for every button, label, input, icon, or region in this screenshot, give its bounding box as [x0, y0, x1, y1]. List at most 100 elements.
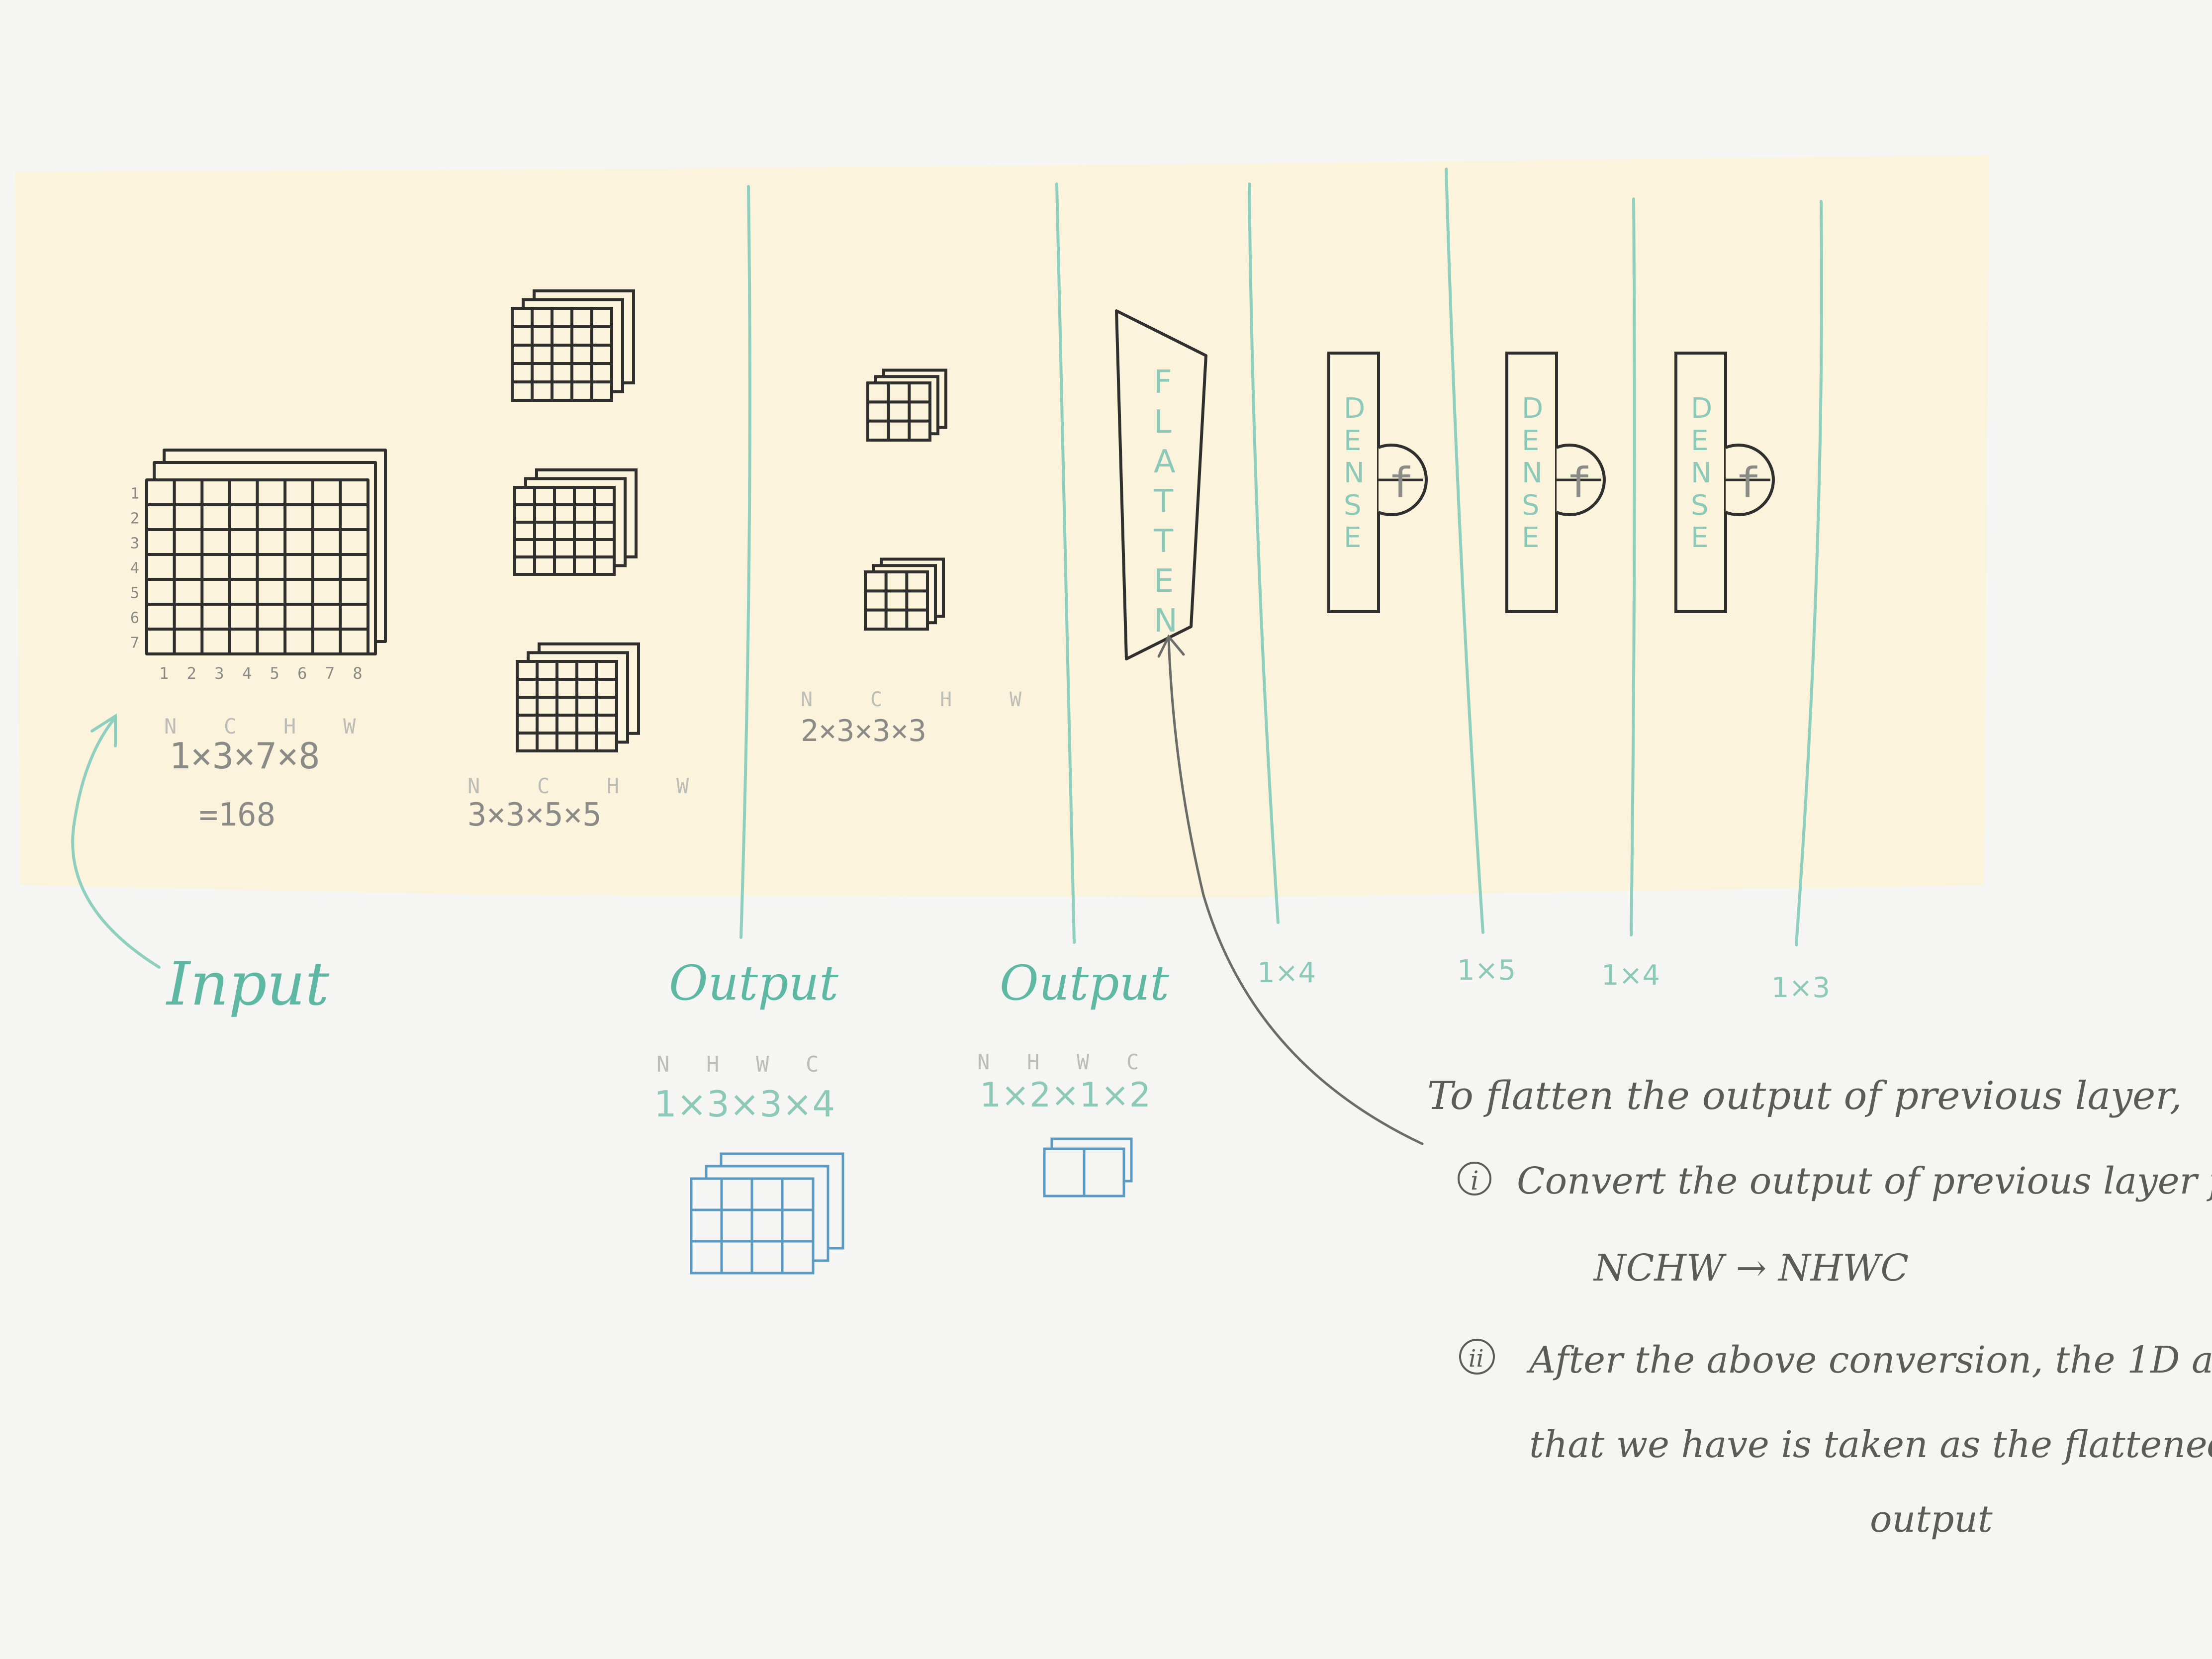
input-row-number: 1: [130, 485, 139, 503]
note-i-arrow: NCHW → NHWC: [1593, 1247, 1909, 1290]
flatten-letter: L: [1154, 404, 1172, 441]
dim-label: H: [940, 688, 952, 711]
input-row-number: 6: [130, 610, 139, 627]
output1-tensor: [690, 1152, 844, 1275]
dim-label: W: [676, 774, 689, 798]
note-ii-line3: output: [1870, 1498, 1993, 1541]
dense-letter: E: [1691, 522, 1708, 554]
input-row-number: 2: [130, 510, 139, 528]
output1-dims: 1×3×3×4: [654, 1083, 835, 1125]
dense-letter: E: [1344, 522, 1361, 554]
flatten-letter: F: [1154, 364, 1172, 401]
output2-dims: 1×2×1×2: [980, 1076, 1151, 1115]
dim-label: N: [656, 1052, 670, 1077]
note-marker-i: [1458, 1162, 1491, 1196]
conv2-dims: 2×3×3×3: [801, 714, 926, 748]
input-row-number: 7: [130, 635, 139, 652]
dim-label: H: [283, 714, 296, 738]
dim-label: C: [224, 714, 236, 738]
dense-letter: N: [1344, 457, 1365, 489]
layer-size: 1×4: [1601, 959, 1660, 992]
output2-tensor: [1043, 1137, 1133, 1198]
input-col-number: 5: [270, 664, 279, 683]
layer-separators: [739, 168, 1823, 946]
dim-label: H: [706, 1052, 720, 1077]
dim-label: W: [756, 1052, 769, 1077]
dense-letter: E: [1522, 522, 1539, 554]
layer-size-labels: 1×4 1×5 1×4 1×3: [1257, 954, 1830, 1004]
conv2-filters: [864, 369, 947, 631]
flatten-letter: T: [1153, 523, 1174, 560]
dense-letter: S: [1522, 489, 1540, 522]
flatten-note: To flatten the output of previous layer,…: [1427, 1074, 2212, 1541]
layer-size: 1×3: [1771, 972, 1830, 1004]
input-col-number: 4: [242, 664, 252, 683]
input-col-number: 1: [159, 664, 169, 683]
input-row-number: 3: [130, 535, 139, 553]
dense-letter: D: [1691, 392, 1712, 425]
input-col-number: 2: [187, 664, 196, 683]
flatten-arrow: [1167, 638, 1424, 1145]
note-marker-ii: [1459, 1339, 1495, 1375]
dense-letter: E: [1691, 425, 1708, 457]
flatten-letter: A: [1154, 444, 1176, 480]
input-col-number: 6: [297, 664, 307, 683]
activation-icon: f: [1567, 459, 1592, 507]
note-intro: To flatten the output of previous layer,: [1427, 1074, 2182, 1118]
svg-text:i: i: [1471, 1166, 1479, 1196]
input-row-number: 5: [130, 585, 139, 602]
dim-label: W: [1010, 688, 1022, 711]
dense-letter: E: [1522, 425, 1539, 457]
input-row-numbers: 1 2 3 4 5 6 7: [130, 485, 139, 652]
dim-label: H: [1027, 1050, 1039, 1074]
input-dims: 1×3×7×8: [169, 735, 320, 777]
dense-letter: E: [1344, 425, 1361, 457]
input-title: Input: [166, 950, 330, 1019]
input-arrow: [71, 717, 161, 969]
svg-text:ii: ii: [1469, 1345, 1484, 1373]
flatten-layer: [1115, 309, 1207, 660]
dim-label: W: [1077, 1050, 1090, 1074]
flatten-letter: E: [1154, 563, 1174, 600]
dim-label: H: [607, 774, 619, 798]
dense-letter: S: [1691, 489, 1709, 522]
input-row-number: 4: [130, 560, 139, 577]
dim-label: N: [467, 774, 480, 798]
dense-letter: S: [1344, 489, 1362, 522]
dim-label: C: [806, 1052, 819, 1077]
dense-letter: D: [1522, 392, 1543, 425]
note-i-text: Convert the output of previous layer fro…: [1517, 1160, 2212, 1202]
flatten-letter: N: [1154, 603, 1178, 640]
dense-letter: N: [1691, 457, 1712, 489]
activation-icon: f: [1736, 459, 1761, 507]
layer-size: 1×4: [1257, 957, 1316, 989]
background-band: [15, 155, 1989, 898]
output1-title: Output: [669, 955, 838, 1011]
conv1-dims: 3×3×5×5: [467, 797, 602, 833]
flatten-letter: T: [1153, 483, 1174, 520]
dim-label: C: [1126, 1050, 1139, 1074]
input-total: =168: [199, 797, 276, 833]
activation-icon: f: [1388, 459, 1414, 507]
input-col-number: 3: [214, 664, 224, 683]
dim-label: W: [343, 714, 356, 738]
input-tensor: [145, 449, 387, 655]
layer-size: 1×5: [1457, 954, 1516, 987]
dim-label: N: [164, 714, 177, 738]
dim-label: C: [870, 688, 882, 711]
input-col-number: 7: [325, 664, 335, 683]
dim-label: C: [537, 774, 550, 798]
dense-letter: D: [1344, 392, 1365, 425]
output2-title: Output: [1000, 955, 1169, 1011]
